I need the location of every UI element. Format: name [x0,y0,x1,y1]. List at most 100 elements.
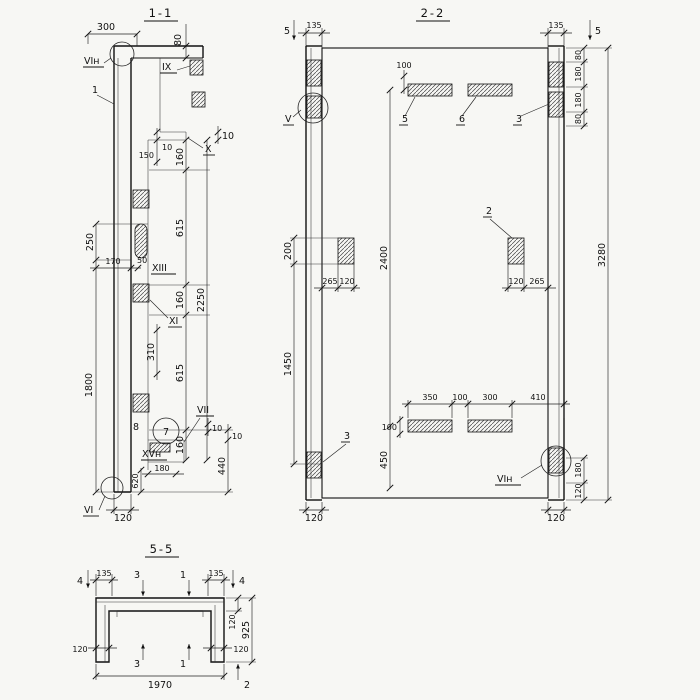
section-5-5-title: 5-5 [150,542,175,556]
dim-label-3280: 3280 [597,243,608,267]
dim-label-135-left: 135 [306,21,321,30]
dim-label-300: 300 [97,22,115,33]
dim-label-120-under-right: 120 [547,513,565,524]
dim-label-410: 410 [530,393,545,402]
dim-label-120-mid-left: 120 [339,277,354,286]
dim-label-300: 300 [482,393,497,402]
label-8: 8 [133,422,139,433]
dim-label-80b: 80 [574,114,583,124]
mark-5-left: 5 [284,26,290,37]
dim-label-180-bottom: 180 [574,462,583,477]
dim-label-120-right-55: 120 [228,614,237,629]
mark-1-bottom: 1 [180,659,186,670]
label-vin: VIн [497,474,513,485]
dimension-lines-1-1 [84,24,233,514]
dim-label-265-right: 265 [529,277,544,286]
dim-label-615b: 615 [175,364,186,382]
label-6: 6 [459,114,465,125]
label-vii: VII [197,405,209,416]
dim-label-350: 350 [422,393,437,402]
dim-label-80: 80 [173,34,184,46]
embedded-plates-2-2 [306,59,564,479]
section-5-5: 5-5 [72,542,256,691]
leader-lines-2-2 [292,96,550,479]
label-v: V [285,114,292,125]
column-outline-1-1 [113,45,204,493]
label-7: 7 [163,427,169,438]
label-1: 1 [92,85,98,96]
dim-label-80a: 80 [574,50,583,60]
dim-label-2400: 2400 [379,246,390,270]
label-ix: IX [162,62,172,73]
section-2-2: 2-2 [283,6,612,524]
mark-4-left: 4 [77,576,83,587]
dim-label-450: 450 [379,451,390,469]
label-xvn: XVн [142,449,161,460]
embedded-plates-1-1 [132,59,206,453]
dim-label-100-bottom: 100 [382,423,397,432]
label-vi: VI [84,505,93,516]
dim-label-10-x: 10 [222,131,234,142]
mark-1-top: 1 [180,570,186,581]
dim-label-265-left: 265 [322,277,337,286]
label-vin-top: VIн [84,56,100,67]
detail-circle-v [297,92,329,124]
dim-label-2250: 2250 [196,288,207,312]
dim-label-440: 440 [217,457,228,475]
dim-label-170: 170 [105,257,120,266]
dim-label-180a: 180 [574,66,583,81]
mark-4-right: 4 [239,576,245,587]
label-3-top: 3 [516,114,522,125]
section-1-1: 1-1 [83,6,242,524]
dim-label-250: 250 [85,233,96,251]
dim-label-180: 180 [154,464,169,473]
dim-label-1450: 1450 [283,352,294,376]
detail-circle-7 [152,417,180,445]
dim-label-120: 120 [114,513,132,524]
label-xi: XI [169,316,178,327]
dim-label-925: 925 [241,621,252,639]
dim-label-150: 150 [139,151,154,160]
leader-lines-1-1 [96,57,204,511]
dim-label-200: 200 [283,242,294,260]
dim-label-160a: 160 [175,148,186,166]
label-5: 5 [402,114,408,125]
dim-label-615a: 615 [175,219,186,237]
label-xiii: XIII [152,263,167,274]
dim-label-1800: 1800 [84,373,95,397]
channel-outline-5-5 [95,597,225,663]
dim-label-135-left-55: 135 [96,569,111,578]
dim-label-120-under-left: 120 [305,513,323,524]
mark-3-bottom: 3 [134,659,140,670]
dim-label-120-bottom-right-55: 120 [233,645,248,654]
dim-label-120-bottom-chain: 120 [574,483,583,498]
dim-label-135-right: 135 [548,21,563,30]
detail-circle-vi [100,476,124,500]
label-2: 2 [486,206,492,217]
dim-label-100-top: 100 [396,61,411,70]
dim-label-135-right-55: 135 [208,569,223,578]
mark-5-right: 5 [595,26,601,37]
detail-circle-vin-top [109,41,135,67]
dim-label-160b: 160 [175,291,186,309]
dimension-lines-2-2 [290,20,612,514]
dim-label-120-bottom-left-55: 120 [72,645,87,654]
dim-label-100-chain: 100 [452,393,467,402]
section-2-2-title: 2-2 [421,6,446,20]
section-1-1-title: 1-1 [149,6,174,20]
dim-label-10-vii: 10 [212,424,222,433]
label-3-bottom: 3 [344,431,350,442]
dim-label-50: 50 [137,256,147,265]
dim-label-10-inner: 10 [162,143,172,152]
dim-label-1970: 1970 [148,680,172,691]
mark-3-top: 3 [134,570,140,581]
dim-label-310: 310 [146,343,157,361]
mark-2: 2 [244,680,250,691]
dim-label-160c: 160 [175,436,186,454]
dim-label-120-mid-right: 120 [508,277,523,286]
label-x: X [205,144,212,155]
detail-circle-vin [540,445,572,477]
dim-label-620: 620 [131,473,140,488]
dim-label-180b: 180 [574,92,583,107]
